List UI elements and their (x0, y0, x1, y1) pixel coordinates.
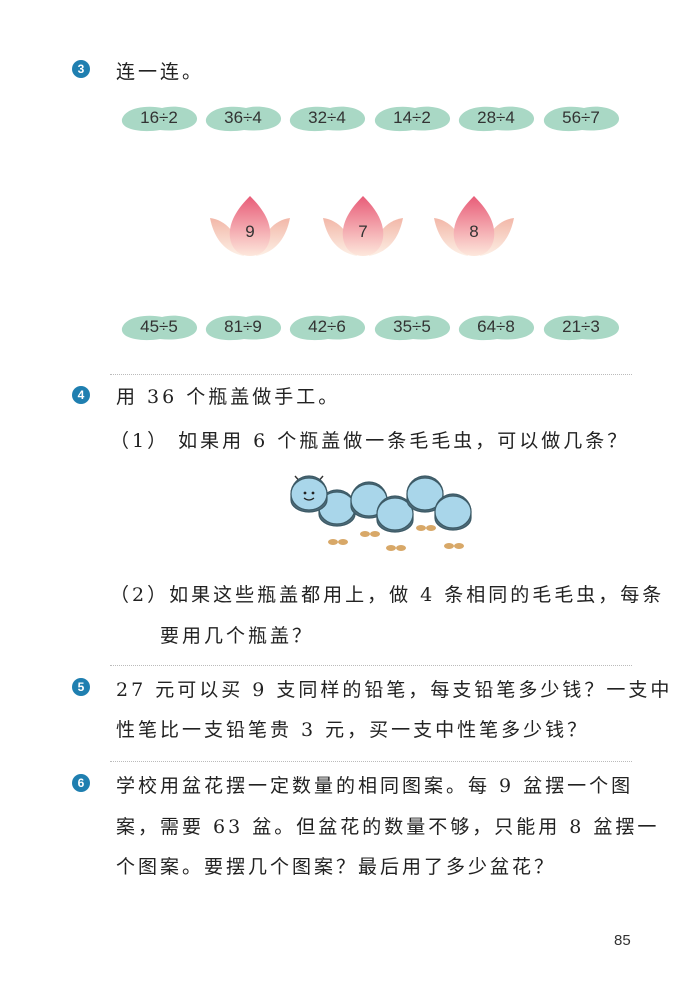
leaf-expression[interactable]: 64÷8 (455, 312, 537, 342)
lotus-number[interactable]: 7 (321, 194, 405, 258)
leaf-icon (205, 315, 282, 341)
lotus-flower-icon (434, 196, 514, 256)
leaf-expression[interactable]: 36÷4 (202, 103, 284, 133)
question-number-badge: 5 (72, 678, 90, 696)
question-4-part-1: （1） 如果用 6 个瓶盖做一条毛毛虫，可以做几条？ (110, 430, 630, 452)
lotus-flower-icon (323, 196, 403, 256)
leaf-expression[interactable]: 21÷3 (540, 312, 622, 342)
question-6-line-3: 个图案。要摆几个图案？最后用了多少盆花？ (116, 856, 557, 878)
leaf-icon (289, 315, 366, 341)
question-5-line-1: 27 元可以买 9 支同样的铅笔，每支铅笔多少钱？一支中 (116, 679, 673, 701)
leaf-icon (374, 315, 451, 341)
question-number-badge: 3 (72, 60, 90, 78)
page-number: 85 (614, 932, 631, 949)
leaf-expression[interactable]: 42÷6 (286, 312, 368, 342)
question-4-title: 用 36 个瓶盖做手工。 (116, 386, 341, 408)
leaf-icon (543, 106, 620, 132)
leaf-icon (374, 106, 451, 132)
leaf-expression[interactable]: 14÷2 (371, 103, 453, 133)
question-6-line-1: 学校用盆花摆一定数量的相同图案。每 9 盆摆一个图 (116, 775, 634, 797)
caterpillar-illustration (290, 475, 472, 551)
question-number-badge: 4 (72, 386, 90, 404)
leaf-icon (458, 106, 535, 132)
leaf-icon (121, 106, 198, 132)
leaf-icon (458, 315, 535, 341)
section-divider (110, 761, 632, 762)
leaf-expression[interactable]: 45÷5 (118, 312, 200, 342)
leaf-icon (543, 315, 620, 341)
leaf-icon (121, 315, 198, 341)
leaf-expression[interactable]: 32÷4 (286, 103, 368, 133)
leaf-expression[interactable]: 16÷2 (118, 103, 200, 133)
leaf-expression[interactable]: 35÷5 (371, 312, 453, 342)
question-4-part-2-line-2: 要用几个瓶盖？ (160, 625, 315, 647)
leaf-expression[interactable]: 56÷7 (540, 103, 622, 133)
leaf-expression[interactable]: 81÷9 (202, 312, 284, 342)
lotus-flower-icon (210, 196, 290, 256)
question-5-line-2: 性笔比一支铅笔贵 3 元，买一支中性笔多少钱？ (116, 719, 590, 741)
leaf-icon (289, 106, 366, 132)
leaf-icon (205, 106, 282, 132)
question-6-line-2: 案，需要 63 盆。但盆花的数量不够，只能用 8 盆摆一 (116, 816, 660, 838)
section-divider (110, 374, 632, 375)
leaf-expression[interactable]: 28÷4 (455, 103, 537, 133)
question-3-title: 连一连。 (116, 61, 205, 83)
lotus-number[interactable]: 9 (208, 194, 292, 258)
question-number-badge: 6 (72, 774, 90, 792)
lotus-number[interactable]: 8 (432, 194, 516, 258)
section-divider (110, 665, 632, 666)
question-4-part-2-line-1: （2）如果这些瓶盖都用上，做 4 条相同的毛毛虫，每条 (110, 584, 665, 606)
